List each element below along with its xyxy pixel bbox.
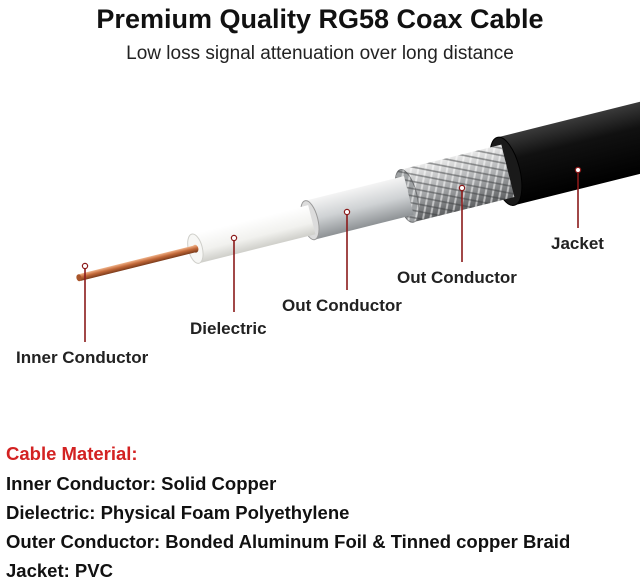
spec-line: Inner Conductor: Solid Copper <box>6 473 277 494</box>
label-inner-conductor: Inner Conductor <box>16 348 149 367</box>
coax-cable-illustration <box>76 91 640 342</box>
specs-heading: Cable Material: <box>6 443 138 464</box>
page-subtitle: Low loss signal attenuation over long di… <box>126 43 514 64</box>
label-dielectric: Dielectric <box>190 319 267 338</box>
leader-lines <box>81 166 582 342</box>
dielectric-segment <box>187 205 316 264</box>
label-jacket: Jacket <box>551 234 604 253</box>
copper-conductor <box>76 245 198 282</box>
label-out-conductor-foil: Out Conductor <box>282 296 402 315</box>
spec-line: Jacket: PVC <box>6 560 113 581</box>
label-out-conductor-braid: Out Conductor <box>397 268 517 287</box>
spec-line: Outer Conductor: Bonded Aluminum Foil & … <box>6 531 571 552</box>
page-title: Premium Quality RG58 Coax Cable <box>96 4 544 34</box>
spec-line: Dielectric: Physical Foam Polyethylene <box>6 502 350 523</box>
